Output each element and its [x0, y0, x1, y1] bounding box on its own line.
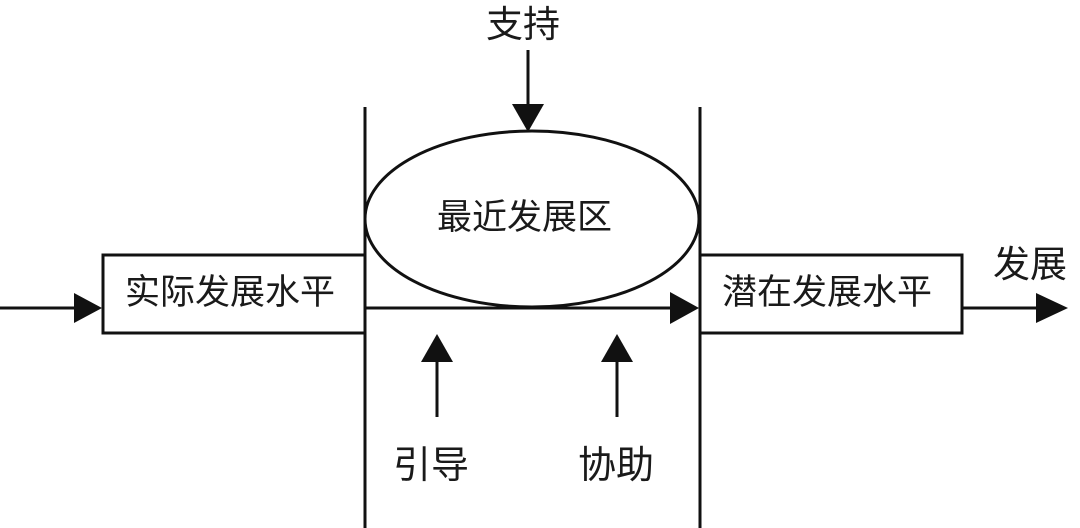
- main-arrowhead-icon: [670, 292, 699, 324]
- output-label: 发展: [993, 243, 1067, 286]
- input-arrowhead-icon: [74, 293, 102, 323]
- zone-label: 最近发展区: [437, 198, 613, 238]
- potential-level-label: 潜在发展水平: [722, 273, 933, 313]
- guide-label: 引导: [393, 443, 470, 487]
- actual-level-label: 实际发展水平: [125, 273, 336, 313]
- assist-arrowhead-icon: [601, 334, 633, 362]
- potential-level-box: [698, 253, 964, 335]
- support-arrowhead-icon: [512, 104, 544, 132]
- support-label: 支持: [486, 3, 560, 46]
- guide-arrowhead-icon: [421, 334, 453, 362]
- output-arrowhead-icon: [1036, 293, 1068, 323]
- actual-level-box: [101, 253, 367, 335]
- assist-label: 协助: [578, 443, 655, 487]
